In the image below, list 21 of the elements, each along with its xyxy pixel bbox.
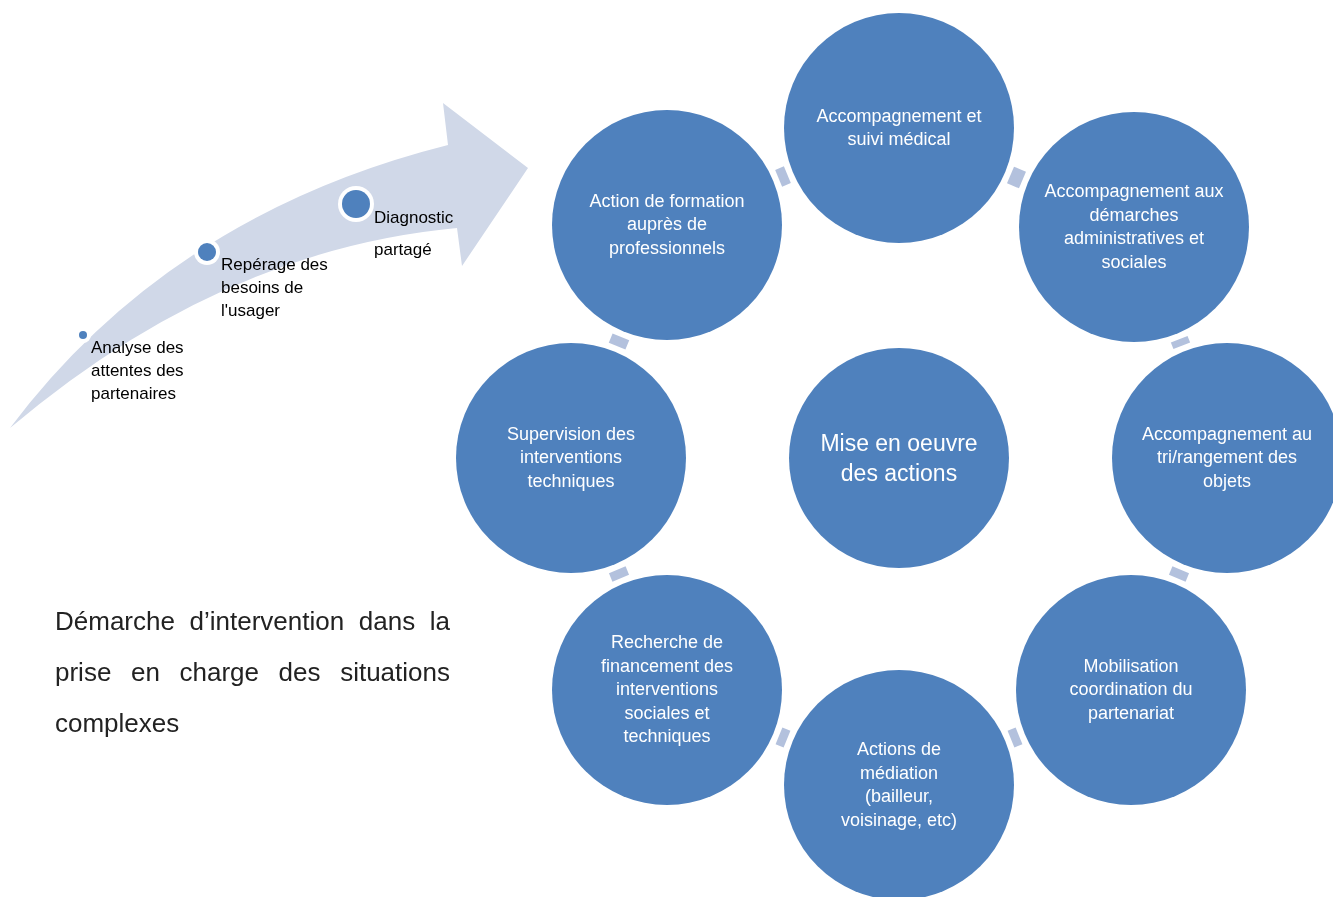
node-text: Accompagnement et suivi médical (815, 104, 983, 151)
node-text: Accompagnement au tri/rangement des objets (1140, 422, 1314, 493)
node-text: Action de formation auprès de professionnels (588, 189, 746, 260)
step-label: Diagnostic partagé (374, 207, 455, 261)
connector (608, 566, 630, 582)
node-text: Mise en oeuvre des actions (819, 429, 979, 488)
connector (1007, 166, 1026, 189)
node-text: Actions de médiation (bailleur, voisinage, etc) (839, 738, 959, 832)
node-text: Recherche de financement des interventions sociales et techniques (599, 631, 735, 749)
step-label: Repérage des besoins de l'usager (221, 254, 329, 322)
connector (775, 727, 791, 748)
node-text: Accompagnement aux démarches administratives et sociales (1044, 180, 1224, 274)
title: Démarche d’intervention dans la prise en charge des situations complexes (55, 605, 450, 740)
node-text: Supervision des interventions techniques (505, 422, 637, 493)
connector (775, 166, 791, 187)
connector (608, 333, 630, 350)
connector (1007, 727, 1023, 748)
connector (1170, 335, 1191, 350)
node-text: Mobilisation coordination du partenariat (1068, 654, 1194, 725)
step-label: Analyse des attentes des partenaires (91, 337, 185, 405)
connector (1168, 566, 1190, 582)
